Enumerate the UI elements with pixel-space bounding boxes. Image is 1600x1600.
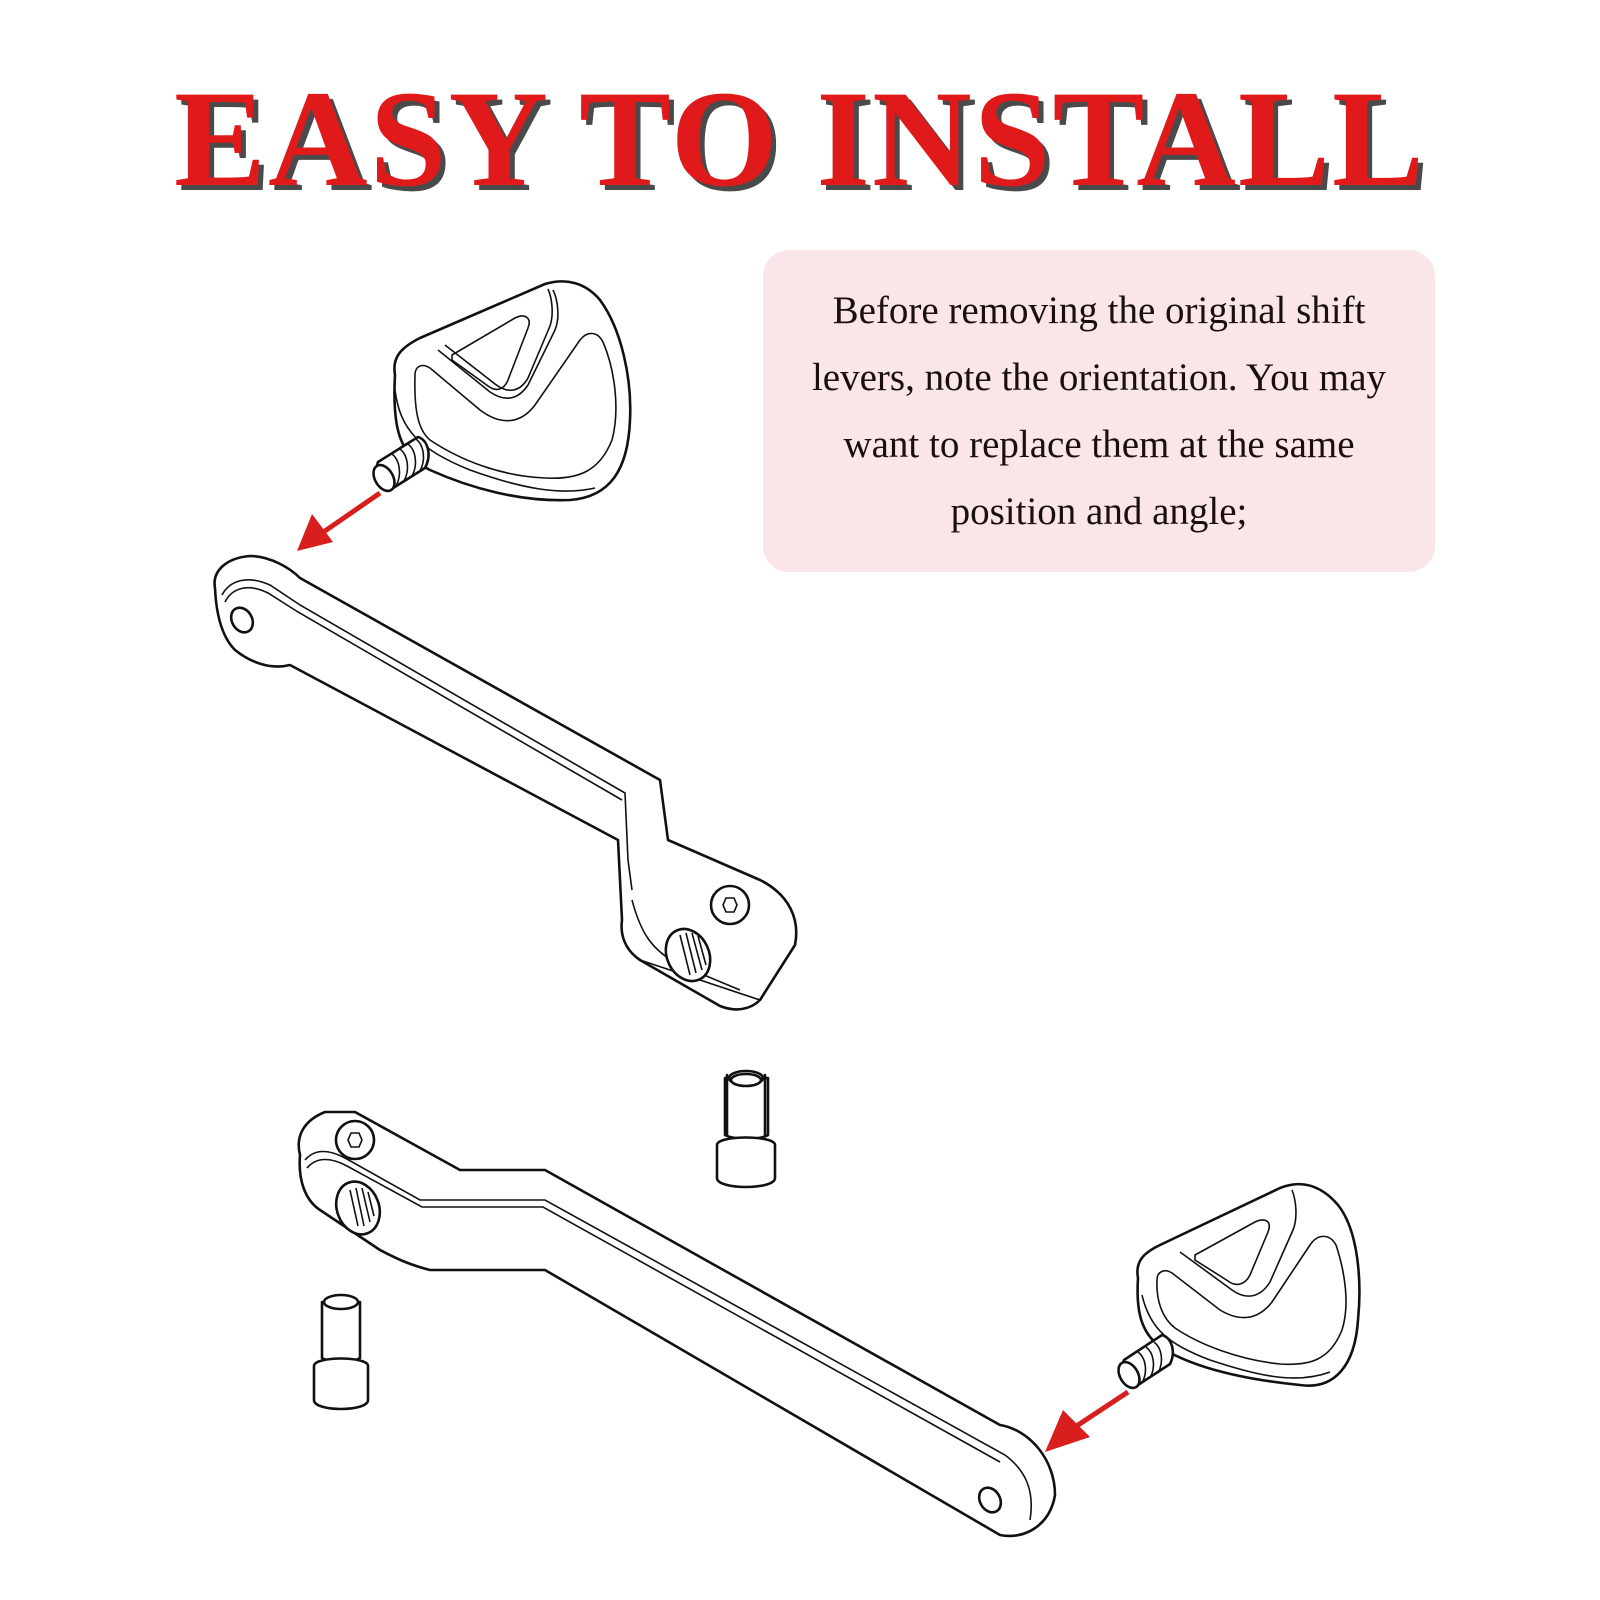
shift-pedal-lower — [1117, 1182, 1361, 1390]
arrow-lower-pedal-to-lever — [1045, 1389, 1130, 1452]
arrow-upper-pedal-to-lever — [297, 490, 382, 551]
bolt-left — [312, 1293, 370, 1411]
threaded-stud-upper — [372, 435, 430, 493]
instruction-note: Before removing the original shift lever… — [763, 250, 1435, 572]
spline-hole-lower — [334, 1180, 382, 1236]
shift-pedal-upper — [372, 280, 632, 502]
shift-lever-lower — [297, 1110, 1057, 1538]
bolt-center — [715, 1069, 777, 1189]
instruction-text: Before removing the original shift lever… — [811, 289, 1387, 533]
threaded-stud-lower — [1117, 1333, 1175, 1390]
spline-hole-upper — [664, 927, 712, 983]
page-title: EASY TO INSTALL — [173, 62, 1427, 215]
shift-lever-upper — [213, 554, 798, 1011]
